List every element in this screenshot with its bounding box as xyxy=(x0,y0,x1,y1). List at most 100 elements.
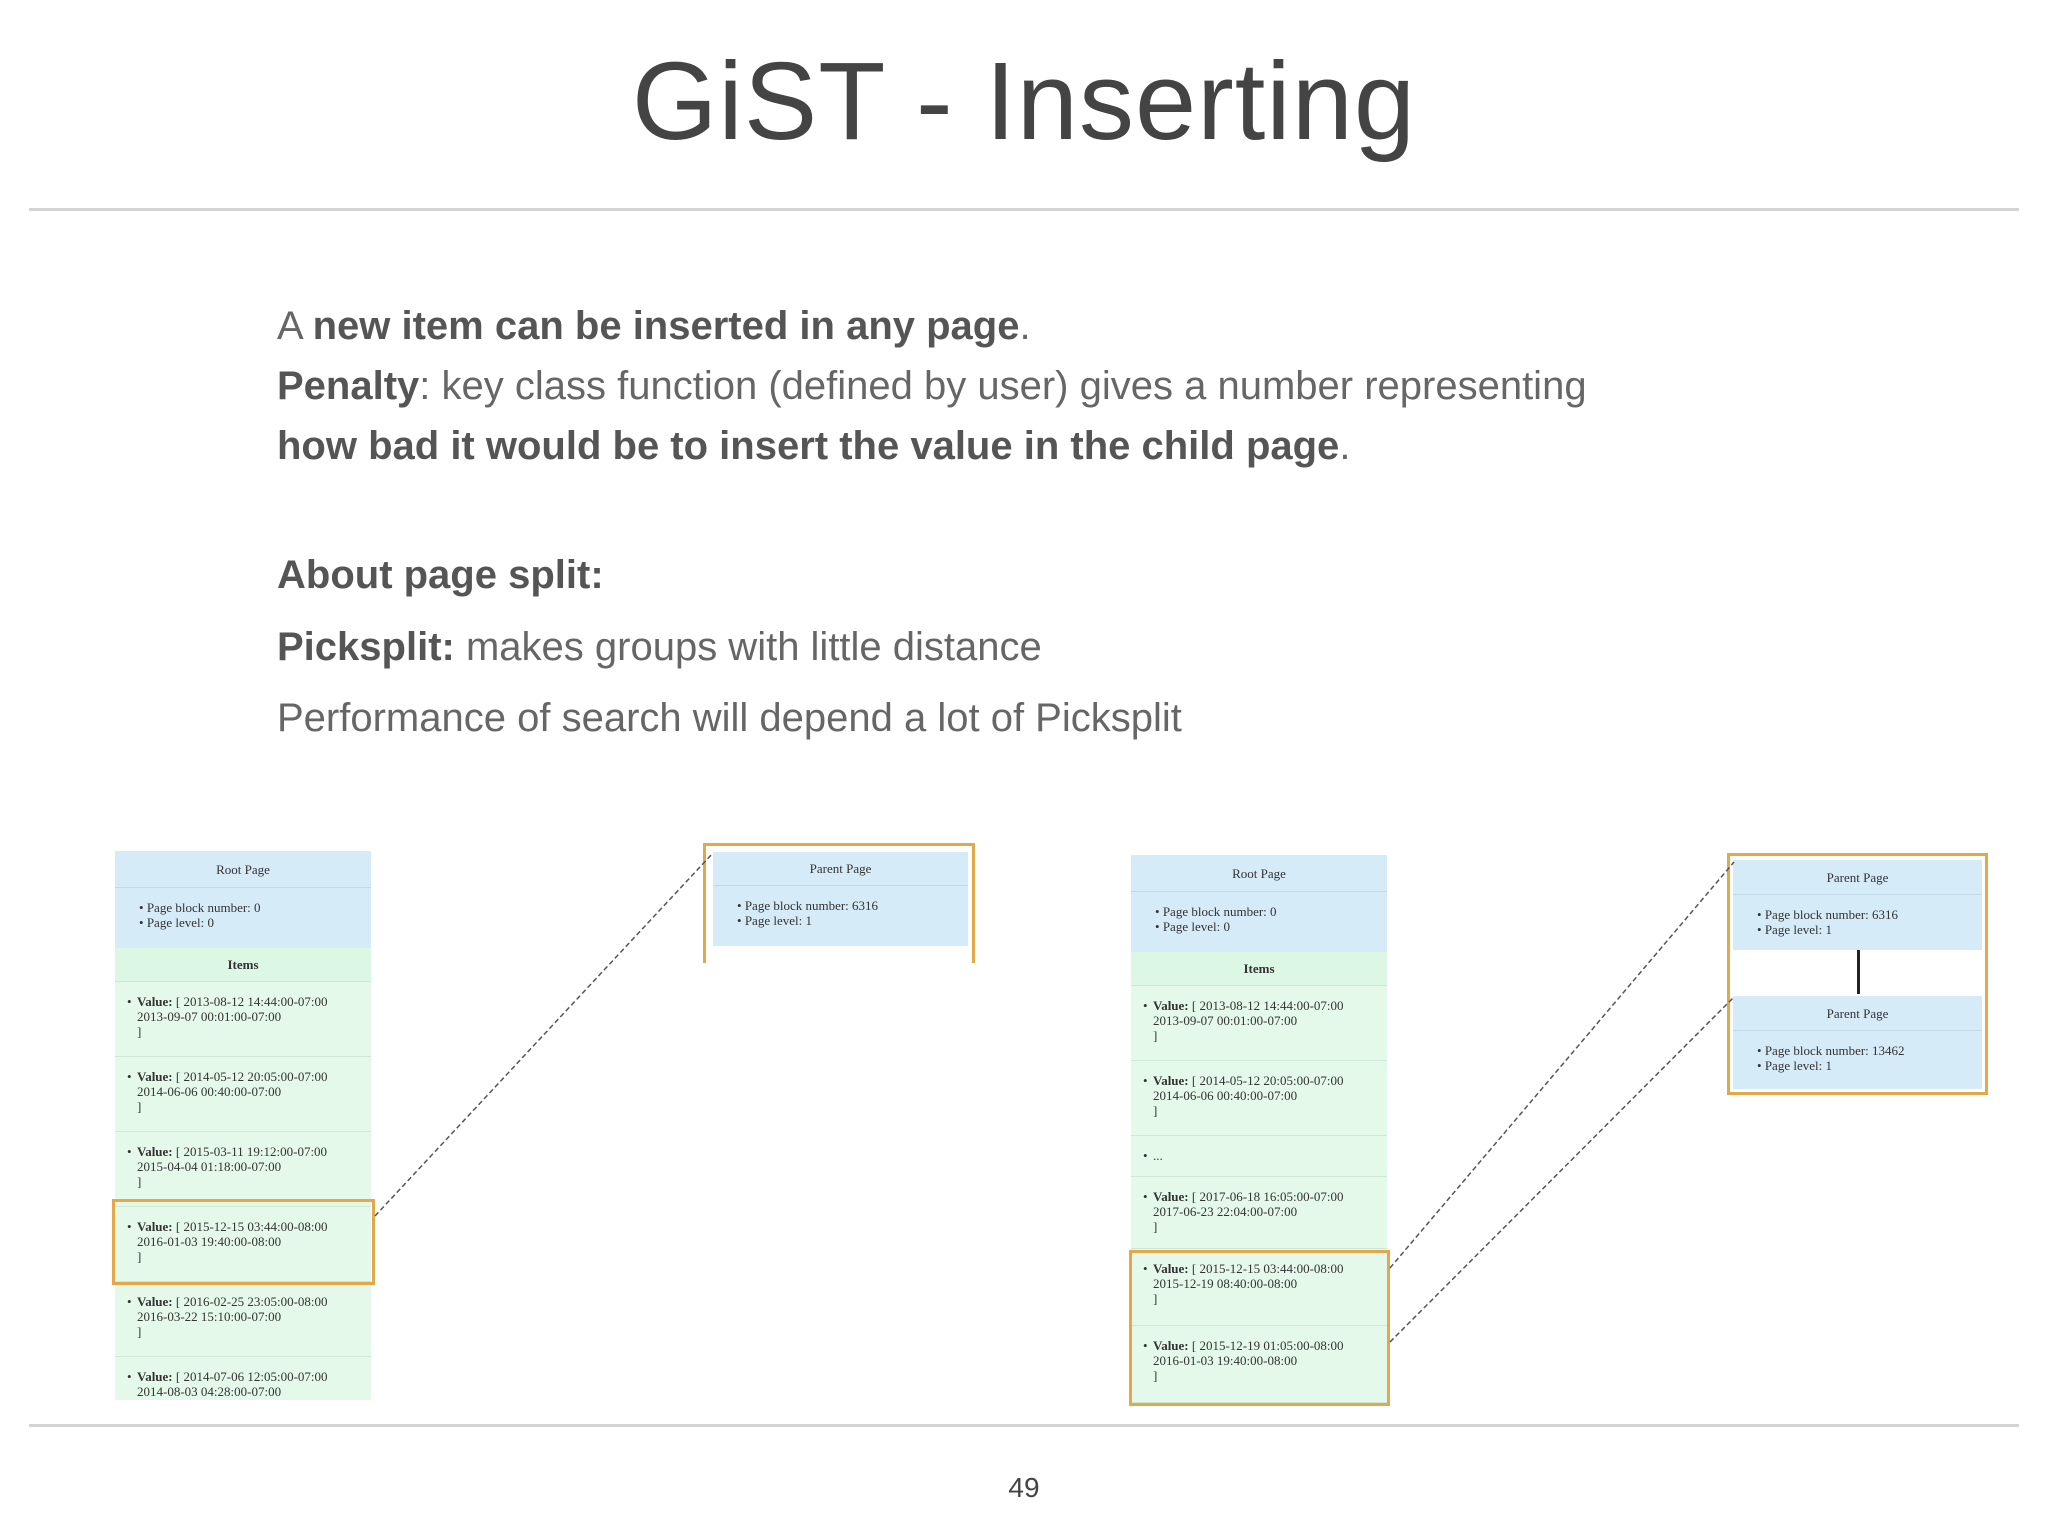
value-end: 2016-01-03 19:40:00-08:00 xyxy=(1153,1353,1298,1368)
bullet: • xyxy=(1757,922,1765,937)
info-text: Page level: 0 xyxy=(146,915,214,930)
right-root-page: Root Page• Page block number: 0• Page le… xyxy=(1131,855,1387,1404)
value-start: [ 2015-12-15 03:44:00-08:00 xyxy=(1191,1261,1344,1276)
value-start: [ 2016-02-25 23:05:00-08:00 xyxy=(175,1294,328,1309)
page-info: • Page block number: 6316• Page level: 1 xyxy=(1733,895,1982,950)
value-line: Value: [ 2013-08-12 14:44:00-07:00 xyxy=(1153,998,1381,1013)
page-info: • Page block number: 0• Page level: 0 xyxy=(115,888,371,948)
value-end: 2014-06-06 00:40:00-07:00 xyxy=(137,1084,282,1099)
right-parents-frame xyxy=(1727,853,1988,1095)
value-line: Value: [ 2015-03-11 19:12:00-07:00 xyxy=(137,1144,365,1159)
value-close: ] xyxy=(137,1399,365,1400)
value-end: 2013-09-07 00:01:00-07:00 xyxy=(1153,1013,1298,1028)
bullet: • xyxy=(1757,907,1765,922)
connector-right-2 xyxy=(1389,996,1735,1343)
value-close: ] xyxy=(137,1249,142,1264)
value-close: ] xyxy=(1153,1291,1158,1306)
list-item: • ... xyxy=(1131,1136,1387,1177)
text: : key class function (defined by user) g… xyxy=(419,364,1587,408)
info-text: Page block number: 6316 xyxy=(744,898,879,913)
slide-title: GiST - Inserting xyxy=(631,40,1417,163)
value-start: [ 2017-06-18 16:05:00-07:00 xyxy=(1191,1189,1344,1204)
value-start: [ 2014-07-06 12:05:00-07:00 xyxy=(175,1369,328,1384)
value-end: 2015-04-04 01:18:00-07:00 xyxy=(137,1159,282,1174)
bullet: • xyxy=(127,1369,132,1384)
connector-right-1 xyxy=(1389,861,1735,1269)
info-text: Page block number: 6316 xyxy=(1764,907,1899,922)
info-text: Page block number: 0 xyxy=(146,900,261,915)
value-line: Value: [ 2014-05-12 20:05:00-07:00 xyxy=(1153,1073,1381,1088)
bottom-divider xyxy=(29,1424,2019,1427)
value-label: Value: xyxy=(1153,1338,1189,1353)
value-start: [ 2015-12-15 03:44:00-08:00 xyxy=(175,1219,328,1234)
value-close: ] xyxy=(1153,1028,1158,1043)
value-label: Value: xyxy=(137,994,173,1009)
bullet: • xyxy=(1155,904,1163,919)
bold-text: new item can be inserted in any page xyxy=(312,304,1020,348)
info-row: • Page block number: 6316 xyxy=(1757,907,1982,922)
left-parent-frame xyxy=(703,843,975,963)
bullet: • xyxy=(1155,919,1163,934)
value-label: Value: xyxy=(137,1294,173,1309)
info-row: • Page level: 1 xyxy=(1757,1058,1982,1073)
items-title: Items xyxy=(1131,952,1387,986)
left-highlighted-item xyxy=(112,1199,375,1285)
page-title: Parent Page xyxy=(1733,860,1982,895)
info-text: Page level: 1 xyxy=(1764,1058,1832,1073)
bold-text: About page split: xyxy=(277,553,604,597)
value-start: [ 2013-08-12 14:44:00-07:00 xyxy=(175,994,328,1009)
value-label: Value: xyxy=(137,1219,173,1234)
right-parent-page-1: Parent Page• Page block number: 6316• Pa… xyxy=(1733,860,1982,950)
page-info: • Page block number: 13462• Page level: … xyxy=(1733,1031,1982,1089)
info-row: • Page level: 0 xyxy=(1155,919,1387,934)
info-text: Page level: 1 xyxy=(744,913,812,928)
bullet: • xyxy=(1143,1189,1148,1204)
right-parent-page-2: Parent Page• Page block number: 13462• P… xyxy=(1733,996,1982,1089)
bullet: • xyxy=(1143,1148,1148,1163)
value-end: 2016-01-03 19:40:00-08:00 xyxy=(137,1234,282,1249)
bullet: • xyxy=(127,1294,132,1309)
bullet: • xyxy=(737,913,745,928)
body-line-5: Picksplit: makes groups with little dist… xyxy=(277,625,1042,670)
value-end: 2014-08-03 04:28:00-07:00 xyxy=(137,1384,282,1399)
page-number: 49 xyxy=(1008,1472,1040,1503)
value-line: Value: [ 2017-06-18 16:05:00-07:00 xyxy=(1153,1189,1381,1204)
info-row: • Page block number: 0 xyxy=(139,900,371,915)
page-info: • Page block number: 0• Page level: 0 xyxy=(1131,892,1387,952)
value-close: ] xyxy=(1153,1368,1158,1383)
value-start: [ 2014-05-12 20:05:00-07:00 xyxy=(175,1069,328,1084)
page-title: Parent Page xyxy=(1733,996,1982,1031)
value-label: Value: xyxy=(137,1144,173,1159)
value-label: Value: xyxy=(137,1369,173,1384)
value-close: ] xyxy=(137,1324,142,1339)
value-start: ... xyxy=(1153,1148,1163,1163)
bullet: • xyxy=(127,994,132,1009)
bullet: • xyxy=(127,1144,132,1159)
page-title: Root Page xyxy=(115,851,371,888)
text: A xyxy=(277,304,313,348)
value-end: 2014-06-06 00:40:00-07:00 xyxy=(1153,1088,1298,1103)
body-line-3: how bad it would be to insert the value … xyxy=(277,424,1350,469)
bullet: • xyxy=(1143,998,1148,1013)
value-close: ] xyxy=(137,1174,142,1189)
value-end: 2013-09-07 00:01:00-07:00 xyxy=(137,1009,282,1024)
bullet: • xyxy=(1143,1073,1148,1088)
bold-text: Picksplit: xyxy=(277,625,455,669)
info-row: • Page level: 1 xyxy=(737,913,968,928)
value-line: Value: [ 2013-08-12 14:44:00-07:00 xyxy=(137,994,365,1009)
value-line: Value: [ 2015-12-15 03:44:00-08:00 xyxy=(1153,1261,1381,1276)
bullet: • xyxy=(1757,1058,1765,1073)
value-end: 2016-03-22 15:10:00-07:00 xyxy=(137,1309,282,1324)
value-label: Value: xyxy=(1153,1189,1189,1204)
value-end: 2017-06-23 22:04:00-07:00 xyxy=(1153,1204,1298,1219)
page-info: • Page block number: 6316• Page level: 1 xyxy=(713,886,968,946)
info-text: Page level: 1 xyxy=(1764,922,1832,937)
bullet: • xyxy=(1757,1043,1765,1058)
info-row: • Page block number: 6316 xyxy=(737,898,968,913)
bullet: • xyxy=(1143,1338,1148,1353)
